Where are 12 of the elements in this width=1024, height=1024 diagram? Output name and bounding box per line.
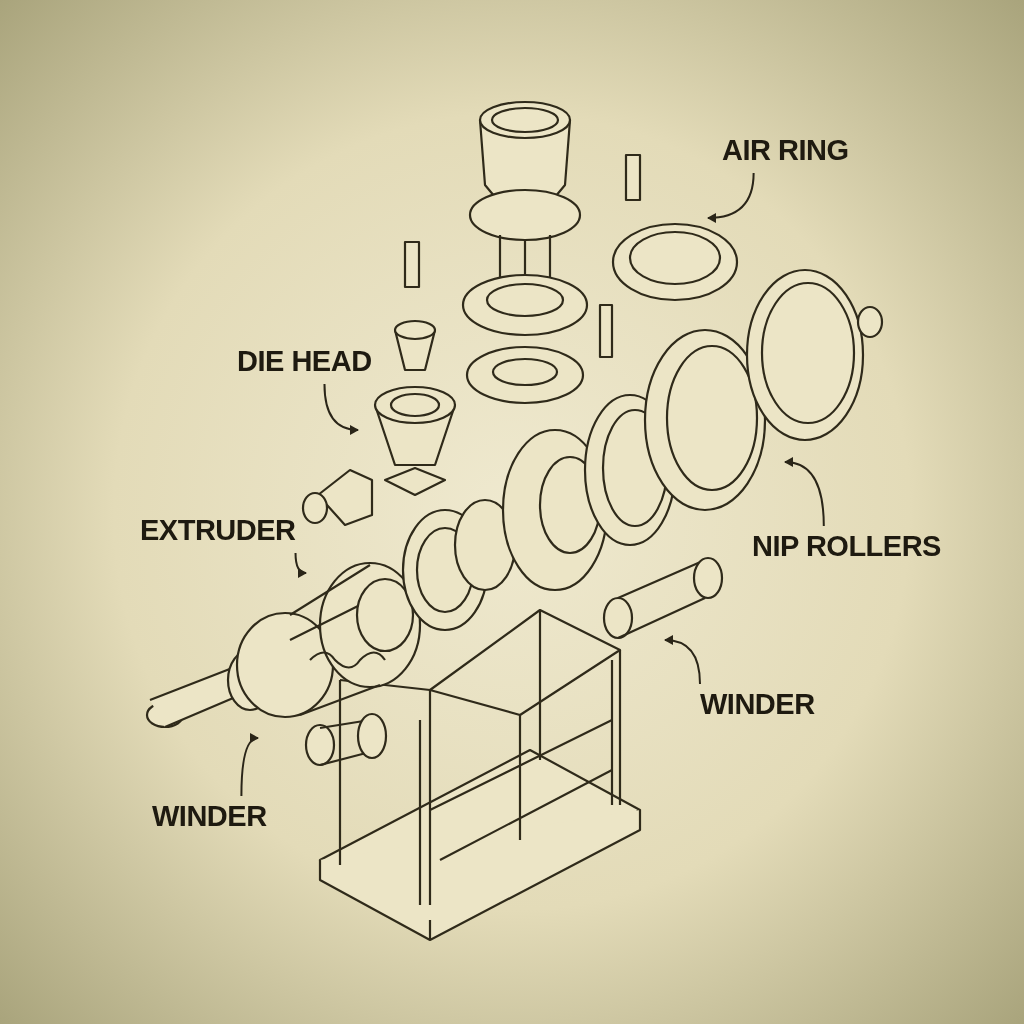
- leader-arrow: [294, 552, 307, 578]
- part-label: WINDER: [152, 802, 267, 831]
- part-label: DIE HEAD: [237, 347, 372, 376]
- part-label: AIR RING: [722, 136, 849, 165]
- part-label: EXTRUDER: [140, 516, 296, 545]
- leader-arrow: [707, 172, 755, 223]
- leader-arrow: [323, 383, 359, 435]
- part-label: NIP ROLLERS: [752, 532, 941, 561]
- part-label: WINDER: [700, 690, 815, 719]
- leader-arrow: [664, 635, 701, 685]
- leader-arrow: [240, 734, 259, 797]
- leader-arrow: [784, 457, 825, 527]
